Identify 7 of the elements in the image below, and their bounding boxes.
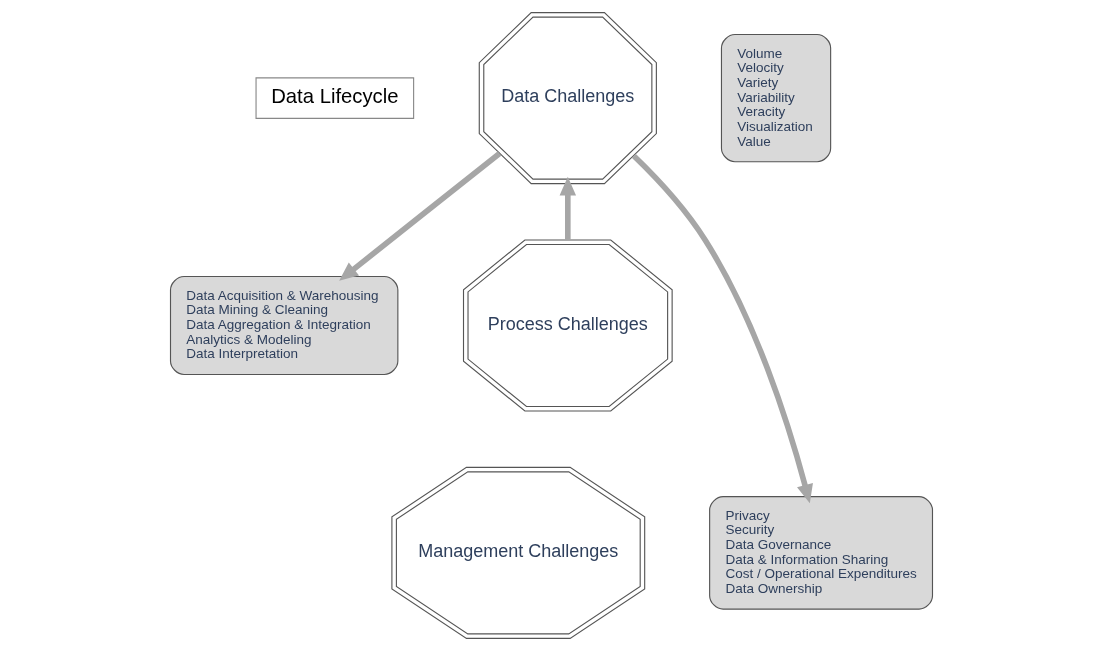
arrow (339, 151, 502, 281)
node-box: Data Acquisition & Warehousing Data Mining & Cleaning Data Aggregation & Integration Analytics & Modeling Data Interpretation (169, 275, 399, 376)
node-box: Privacy Security Data Governance Data & Information Sharing Cost / Operational Expenditures Data Ownership (709, 496, 934, 610)
node-box: Data Lifecycle (255, 77, 415, 119)
arrow (631, 153, 813, 504)
node-box: Volume Velocity Variety Variability Veracity Visualization Value (720, 34, 832, 163)
arrow (559, 176, 577, 240)
